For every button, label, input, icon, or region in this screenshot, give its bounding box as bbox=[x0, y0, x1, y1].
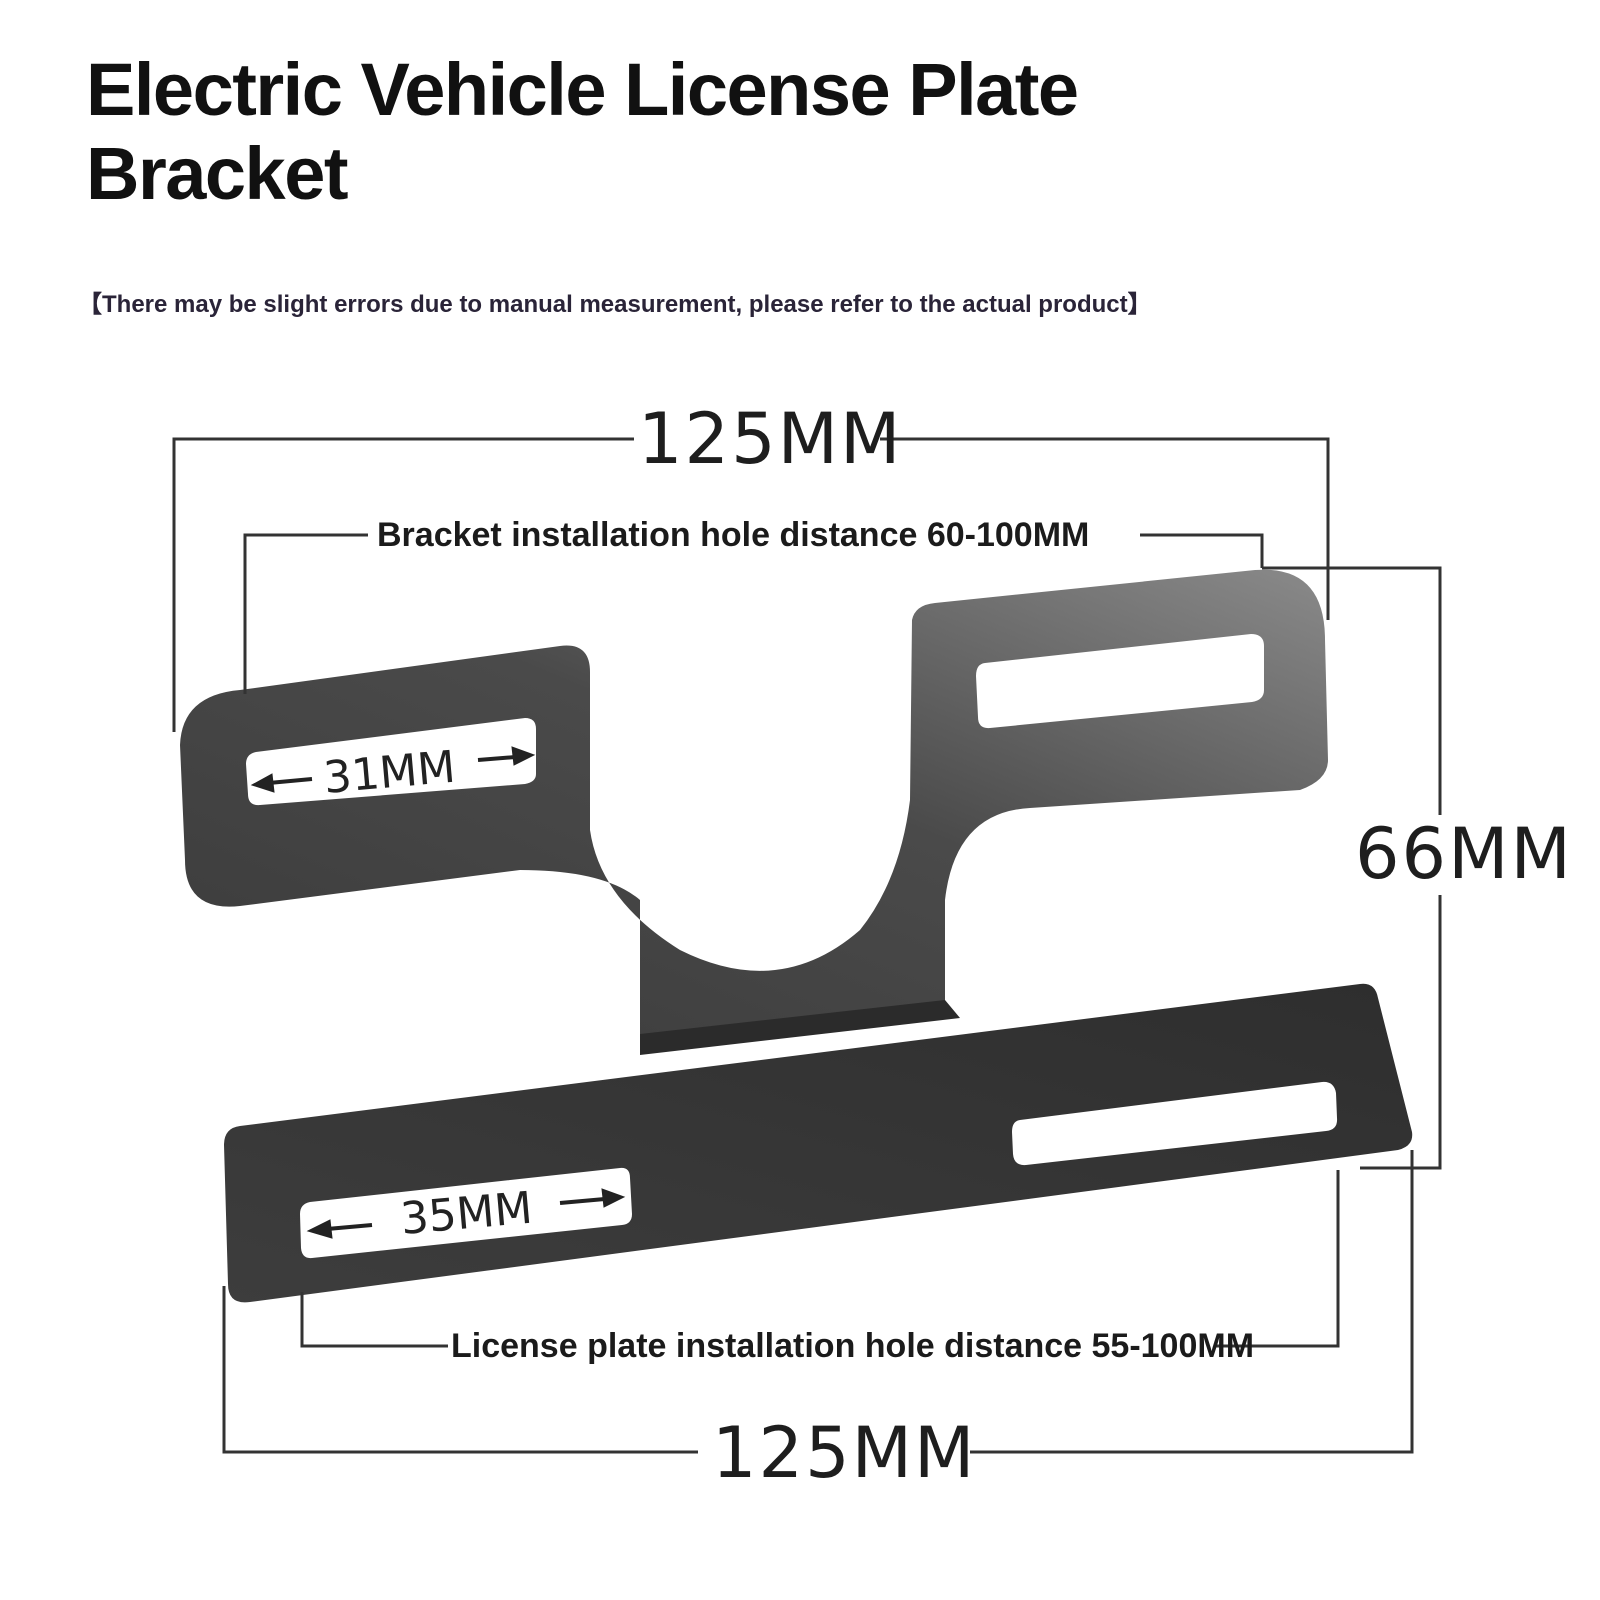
upper-slot-dimension: 31MM bbox=[322, 742, 458, 804]
lower-plate bbox=[224, 983, 1413, 1303]
dimension-lines bbox=[172, 437, 1442, 1454]
upper-bracket-plate bbox=[180, 569, 1328, 1050]
measurement-note: 【There may be slight errors due to manua… bbox=[78, 291, 1152, 318]
top-width-dimension: 125MM bbox=[638, 398, 902, 480]
lower-slot-dimension: 35MM bbox=[399, 1183, 535, 1245]
page-title: Electric Vehicle License Plate Bracket bbox=[86, 48, 1079, 215]
bend-seam bbox=[640, 1000, 960, 1055]
slot-arrows bbox=[250, 746, 626, 1239]
height-dimension: 66MM bbox=[1355, 813, 1573, 895]
bottom-width-dimension: 125MM bbox=[712, 1412, 976, 1494]
bracket-hole-distance-label: Bracket installation hole distance 60-10… bbox=[377, 516, 1089, 554]
plate-hole-distance-label: License plate installation hole distance… bbox=[451, 1327, 1254, 1365]
